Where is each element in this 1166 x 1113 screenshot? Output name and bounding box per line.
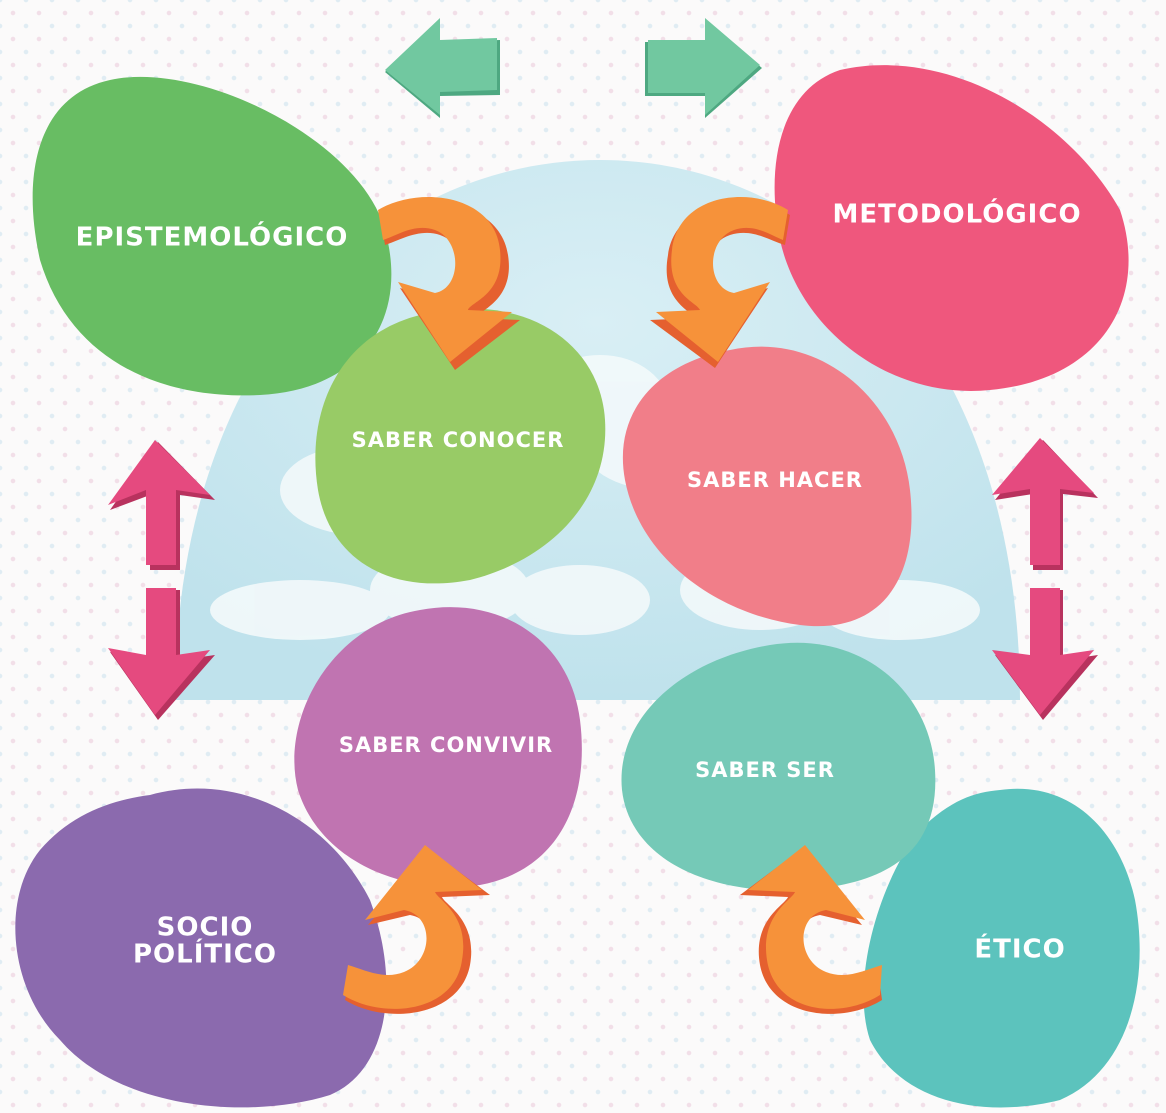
- right-arrow-icon: [645, 18, 762, 118]
- curved-arrow-to-saber-convivir-icon: [343, 845, 490, 1014]
- label-sociopolitico: SOCIO POLÍTICO: [133, 912, 277, 970]
- left-double-arrow-icon: [108, 440, 215, 720]
- label-metodologico: METODOLÓGICO: [832, 199, 1082, 230]
- blob-metodologico: [774, 65, 1129, 391]
- curved-arrow-to-saber-ser-icon: [740, 845, 882, 1014]
- blob-sociopolitico: [15, 788, 387, 1108]
- curved-arrow-to-saber-hacer-icon: [650, 197, 790, 368]
- label-etico: ÉTICO: [974, 934, 1066, 965]
- label-saber-conocer: SABER CONOCER: [351, 427, 565, 452]
- label-saber-hacer: SABER HACER: [687, 467, 863, 492]
- blob-saber-ser: [621, 642, 936, 891]
- blob-saber-conocer: [315, 308, 606, 584]
- label-saber-convivir: SABER CONVIVIR: [338, 732, 554, 757]
- left-arrow-icon: [385, 18, 500, 118]
- blob-etico: [863, 788, 1140, 1108]
- curved-arrow-to-saber-conocer-icon: [378, 197, 520, 370]
- blob-saber-convivir: [294, 607, 582, 887]
- right-double-arrow-icon: [992, 438, 1098, 720]
- label-epistemologico: EPISTEMOLÓGICO: [75, 222, 349, 253]
- label-saber-ser: SABER SER: [695, 757, 835, 782]
- blob-epistemologico: [32, 76, 392, 396]
- blob-saber-hacer: [622, 346, 912, 627]
